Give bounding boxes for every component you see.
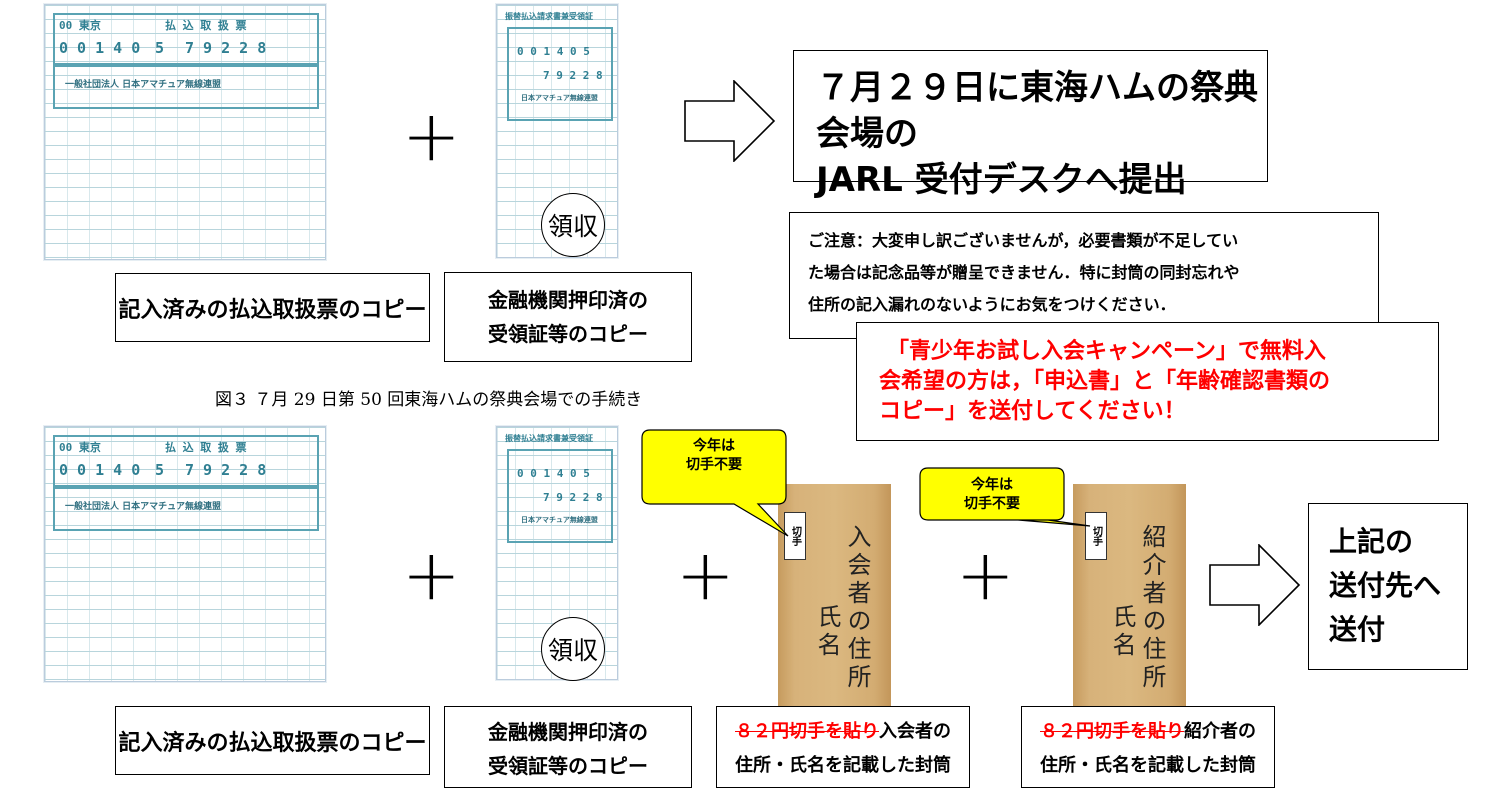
notice-box: ご注意：大変申し訳ございませんが，必要書類が不足してい た場合は記念品等が贈呈で… [789,212,1379,339]
right-arrow-icon [1209,544,1301,626]
receipt-org: 日本アマチュア無線連盟 [521,94,598,102]
envelope-label-line-2: 住所・氏名を記載した封筒 [735,755,951,776]
callout-shape [919,467,1091,527]
receipt-org: 日本アマチュア無線連盟 [521,516,598,524]
stamp-box: 切手 [1085,512,1107,560]
received-stamp: 領収 [541,617,605,681]
envelope-referrer-label: ８２円切手を貼り紹介者の 住所・氏名を記載した封筒 [1021,706,1275,788]
no-stamp-callout: 今年は 切手不要 [642,437,786,475]
payment-form-image: 00 東京 払 込 取 扱 票 0 0 1 4 0 5 7 9 2 2 8 一般… [44,426,326,682]
stamp-box: 切手 [784,512,806,560]
campaign-line-3: コピー」を送付してください！ [879,399,1186,424]
form-org-name: 一般社団法人 日本アマチュア無線連盟 [65,80,221,90]
form-number-right: 7 9 2 2 8 [185,39,267,57]
notice-line-2: た場合は記念品等が贈呈できません．特に封筒の同封忘れや [808,263,1240,282]
receipt-copy-label: 金融機関押印済の 受領証等のコピー [444,272,692,362]
plus-sign: + [402,95,461,177]
form-number-left: 0 0 1 4 0 [59,461,141,479]
receipt-label-line-2: 受領証等のコピー [488,322,648,346]
receipt-label-line-1: 金融機関押印済の [488,288,648,312]
envelope-name-text: 氏名 [813,604,841,660]
envelope-label-rest: 入会者の [879,721,951,742]
plus-sign: + [676,534,735,616]
no-stamp-callout: 今年は 切手不要 [920,476,1064,514]
form-head-left: 00 東京 [59,19,101,32]
campaign-line-1: 「青少年お試し入会キャンペーン」で無料入 [887,339,1326,364]
form-copy-label: 記入済みの払込取扱票のコピー [115,273,430,342]
form-copy-label: 記入済みの払込取扱票のコピー [115,706,430,775]
form-number-mid: 5 [155,39,165,57]
notice-line-1: ご注意：大変申し訳ございませんが，必要書類が不足してい [808,231,1239,250]
right-arrow-icon [684,80,776,162]
envelope-name-text: 氏名 [1108,604,1136,660]
notice-line-3: 住所の記入漏れのないようにお気をつけください． [808,295,1176,314]
callout-line-2: 切手不要 [964,496,1020,512]
campaign-box: 「青少年お試し入会キャンペーン」で無料入 会希望の方は，「申込書」と「年齢確認書… [856,322,1439,441]
form-number-mid: 5 [155,461,165,479]
receipt-number-1: 0 0 1 4 0 5 [517,467,590,480]
received-stamp: 領収 [541,193,605,257]
campaign-line-2: 会希望の方は，「申込書」と「年齢確認書類の [879,369,1331,394]
plus-sign: + [402,534,461,616]
strikethrough-stamp-text: ８２円切手を貼り [1040,721,1184,742]
main-instruction-box: ７月２９日に東海ハムの祭典会場の JARL 受付デスクへ提出 [793,50,1268,200]
form-head-left: 00 東京 [59,441,101,454]
envelope-address-text: 紹介者の住所 [1138,524,1166,692]
form-head-title: 払 込 取 扱 票 [165,441,247,454]
plus-sign: + [956,534,1015,616]
strikethrough-stamp-text: ８２円切手を貼り [735,721,879,742]
callout-line-2: 切手不要 [686,457,742,473]
receipt-number-2: 7 9 2 2 8 [543,491,603,504]
main-instruction-line-1: ７月２９日に東海ハムの祭典会場の [816,68,1258,154]
form-head-title: 払 込 取 扱 票 [165,19,247,32]
send-instruction-box: 上記の 送付先へ 送付 [1308,503,1468,670]
receipt-label-line-2: 受領証等のコピー [488,754,648,778]
callout-line-1: 今年は [693,438,735,454]
send-line-2: 送付先へ [1329,569,1442,602]
main-instruction-line-2: JARL 受付デスクへ提出 [816,160,1187,200]
envelope-applicant-label: ８２円切手を貼り入会者の 住所・氏名を記載した封筒 [716,706,970,788]
envelope-label-line-2: 住所・氏名を記載した封筒 [1040,755,1256,776]
form-org-name: 一般社団法人 日本アマチュア無線連盟 [65,502,221,512]
figure-caption: 図３ ７月 29 日第 50 回東海ハムの祭典会場での手続き [215,390,643,410]
envelope-applicant: 切手 入会者の住所 氏名 [778,484,891,710]
send-line-3: 送付 [1329,613,1386,646]
envelope-referrer: 切手 紹介者の住所 氏名 [1073,484,1186,710]
callout-line-1: 今年は [971,477,1013,493]
receipt-copy-label: 金融機関押印済の 受領証等のコピー [444,706,692,788]
receipt-label-line-1: 金融機関押印済の [488,720,648,744]
callout-shape [641,429,789,537]
receipt-title: 振替払込請求書兼受領証 [505,12,593,21]
envelope-address-text: 入会者の住所 [843,524,871,692]
form-number-right: 7 9 2 2 8 [185,461,267,479]
receipt-title: 振替払込請求書兼受領証 [505,434,593,443]
receipt-number-1: 0 0 1 4 0 5 [517,45,590,58]
payment-form-image: 00 東京 払 込 取 扱 票 0 0 1 4 0 5 7 9 2 2 8 一般… [44,4,326,260]
receipt-number-2: 7 9 2 2 8 [543,69,603,82]
envelope-label-rest: 紹介者の [1184,721,1256,742]
form-number-left: 0 0 1 4 0 [59,39,141,57]
send-line-1: 上記の [1329,525,1414,558]
